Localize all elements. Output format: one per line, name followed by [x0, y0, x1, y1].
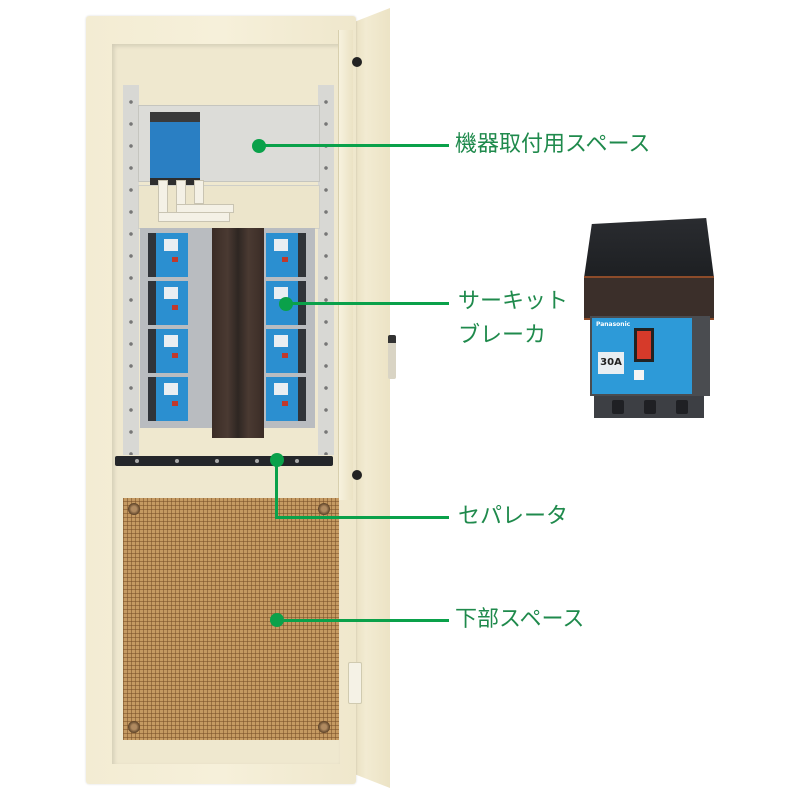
busbar — [158, 212, 230, 222]
screw-icon — [135, 459, 139, 463]
callout-line — [286, 302, 449, 305]
screw-icon — [128, 721, 140, 733]
main-breaker-icon — [150, 112, 200, 186]
screw-icon — [128, 503, 140, 515]
separator-bar — [115, 456, 333, 466]
screw-icon — [295, 459, 299, 463]
test-button-icon — [634, 370, 644, 380]
callout-label-circuit-breaker-line2: ブレーカ — [458, 323, 547, 348]
busbar — [176, 204, 234, 213]
mounting-rail-left — [123, 85, 139, 455]
branch-breaker-icon — [266, 329, 306, 373]
toggle-switch-icon — [634, 328, 654, 362]
rating-label: 30A — [598, 352, 624, 374]
terminal-icon — [676, 400, 688, 414]
branch-breaker-icon — [148, 329, 188, 373]
screw-icon — [318, 503, 330, 515]
screw-icon — [215, 459, 219, 463]
breaker-terminals — [594, 396, 704, 418]
breaker-terminal-band — [584, 276, 714, 320]
hinge-icon — [352, 470, 362, 480]
callout-line — [275, 516, 449, 519]
door-latch-icon — [388, 335, 396, 379]
callout-label-lower-space: 下部スペース — [455, 607, 585, 632]
mounting-rail-right — [318, 85, 334, 455]
branch-breaker-icon — [148, 233, 188, 277]
breaker-bus-center — [212, 228, 264, 438]
callout-label-device-mount-space: 機器取付用スペース — [455, 132, 651, 157]
callout-label-separator: セパレータ — [458, 504, 569, 529]
branch-breaker-icon — [266, 233, 306, 277]
branch-breaker-icon — [148, 377, 188, 421]
screw-icon — [255, 459, 259, 463]
hinge-icon — [352, 57, 362, 67]
inner-door-panel — [338, 30, 353, 500]
door-handle-icon — [348, 662, 362, 704]
branch-breaker-icon — [148, 281, 188, 325]
cabinet-door — [350, 8, 390, 788]
screw-icon — [175, 459, 179, 463]
callout-line — [277, 619, 449, 622]
busbar — [194, 180, 204, 204]
screw-icon — [318, 721, 330, 733]
circuit-breaker-product-photo: Panasonic 30A — [584, 218, 716, 418]
brand-label: Panasonic — [596, 321, 631, 328]
terminal-icon — [612, 400, 624, 414]
terminal-icon — [644, 400, 656, 414]
callout-line — [259, 144, 449, 147]
branch-breaker-icon — [266, 377, 306, 421]
breaker-top-cover — [584, 218, 714, 278]
callout-label-circuit-breaker-line1: サーキット — [458, 289, 569, 314]
callout-line — [275, 460, 278, 518]
